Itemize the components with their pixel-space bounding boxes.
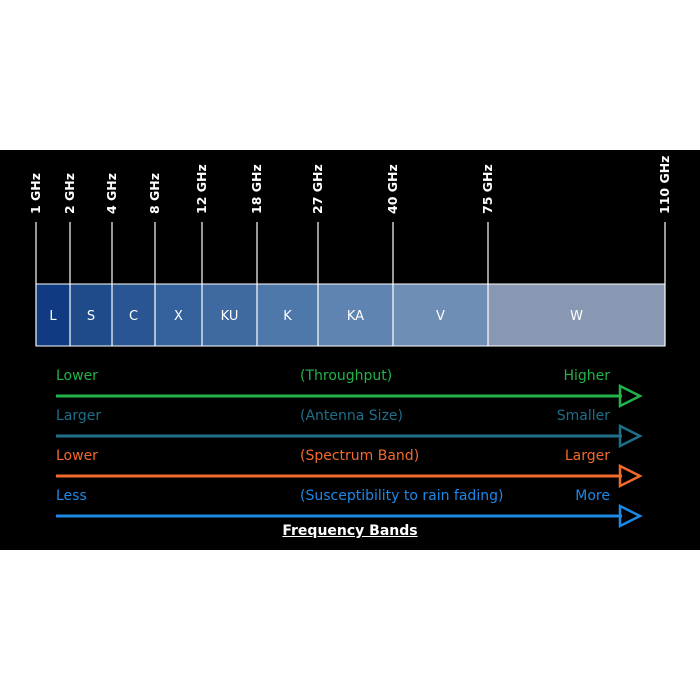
- arrow-head-icon: [618, 463, 643, 489]
- arrow-right-label: Larger: [565, 448, 610, 464]
- frequency-label: 40 GHz: [385, 164, 400, 214]
- band-label-ku: KU: [221, 309, 239, 324]
- band-segment-w: [488, 284, 665, 346]
- frequency-label: 75 GHz: [480, 164, 495, 214]
- band-label-k: K: [283, 309, 292, 324]
- frequency-label: 18 GHz: [249, 164, 264, 214]
- diagram-panel: L S C X KU K KA V W 1 GHz 2 GHz 4 GHz 8 GHz 12 GHz 18 …: [0, 150, 700, 550]
- arrow-middle-label: (Spectrum Band): [300, 448, 419, 464]
- arrow-left-label: Lower: [56, 368, 98, 384]
- arrow-head-icon: [618, 383, 643, 409]
- arrow-head-icon: [618, 423, 643, 449]
- band-label-x: X: [174, 309, 183, 324]
- frequency-label: 27 GHz: [310, 164, 325, 214]
- frequency-label: 4 GHz: [104, 173, 119, 214]
- arrow-middle-label: (Throughput): [300, 368, 392, 384]
- diagram-caption: Frequency Bands: [282, 523, 418, 539]
- arrow-right-label: More: [575, 488, 610, 504]
- band-segment-l: [36, 284, 70, 346]
- arrow-left-label: Less: [56, 488, 87, 504]
- frequency-band-diagram: L S C X KU K KA V W 1 GHz 2 GHz 4 GHz 8 GHz 12 GHz 18 …: [28, 156, 672, 529]
- band-label-s: S: [87, 309, 95, 324]
- arrow-middle-label: (Antenna Size): [300, 408, 403, 424]
- band-label-ka: KA: [347, 309, 364, 324]
- band-segment-c: [112, 284, 155, 346]
- band-label-c: C: [129, 309, 138, 324]
- frequency-label: 12 GHz: [194, 164, 209, 214]
- arrow-right-label: Smaller: [557, 408, 610, 424]
- band-bar-outline: [35, 283, 666, 347]
- band-label-w: W: [570, 309, 583, 324]
- frequency-label: 110 GHz: [657, 156, 672, 214]
- frequency-label: 1 GHz: [28, 173, 43, 214]
- band-label-l: L: [49, 309, 57, 324]
- band-segment-k: [257, 284, 318, 346]
- arrow-left-label: Larger: [56, 408, 101, 424]
- arrow-right-label: Higher: [563, 368, 610, 384]
- frequency-label: 8 GHz: [147, 173, 162, 214]
- band-segment-v: [393, 284, 488, 346]
- band-segment-ka: [318, 284, 393, 346]
- arrow-left-label: Lower: [56, 448, 98, 464]
- frequency-label: 2 GHz: [62, 173, 77, 214]
- arrow-middle-label: (Susceptibility to rain fading): [300, 488, 503, 504]
- band-label-v: V: [436, 309, 445, 324]
- band-segment-ku: [202, 284, 257, 346]
- band-segment-s: [70, 284, 112, 346]
- band-segment-x: [155, 284, 202, 346]
- arrow-head-icon: [618, 503, 643, 529]
